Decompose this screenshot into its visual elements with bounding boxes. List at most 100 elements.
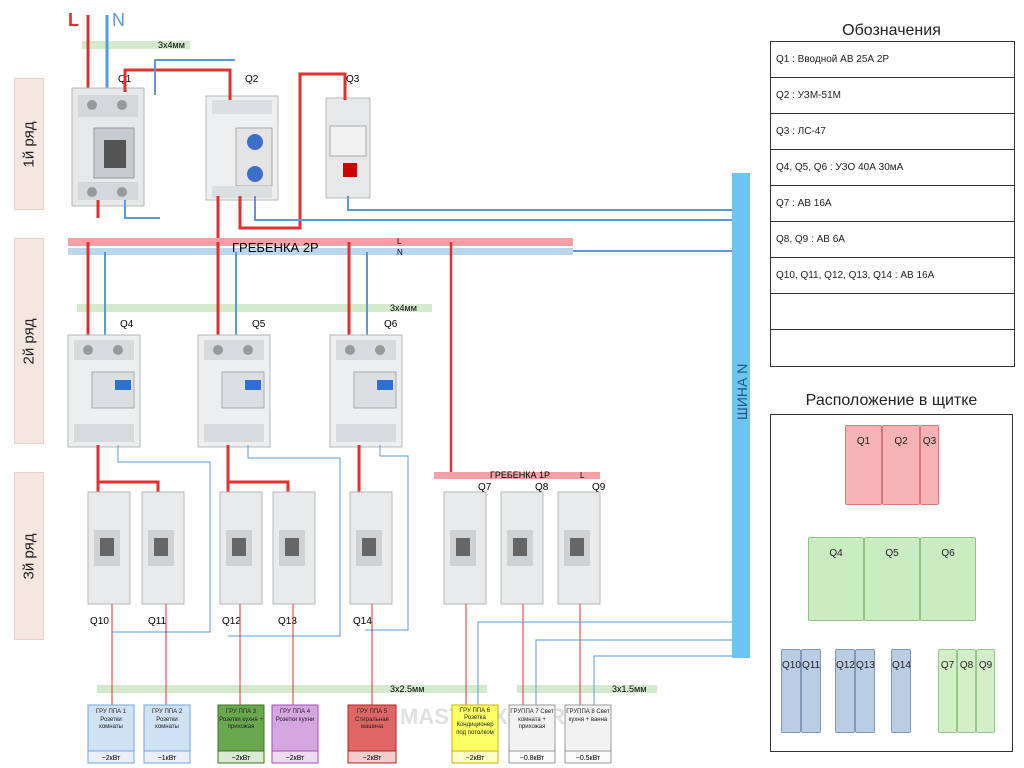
- group-5-power: ~2кВт: [363, 755, 382, 762]
- slot-q4: Q4: [808, 537, 864, 621]
- neutral-g7: [535, 639, 735, 705]
- device-q4: [67, 334, 141, 448]
- group-neutral-wires: [477, 621, 735, 705]
- label-q2: Q2: [245, 74, 259, 85]
- wire-q5-to-q12-q13: [226, 445, 290, 495]
- label-q14: Q14: [353, 616, 372, 627]
- group-6: ГРУ ППА 6 Розетка Кондиционер под потолк…: [451, 704, 499, 764]
- cable-label-bottom-a: 3х2.5мм: [390, 684, 424, 694]
- group-8-name: ГРУППА 8 Свет кухня + ванна: [566, 709, 610, 723]
- group-5-name: ГРУ ППА 5 Стиральная машина: [355, 709, 389, 730]
- slot-q7: Q7: [938, 649, 957, 733]
- neutral-label: N: [112, 10, 125, 30]
- label-q6: Q6: [384, 319, 398, 330]
- group-2: ГРУ ППА 2 Розетки комнаты ~1кВт: [143, 704, 191, 764]
- label-q13: Q13: [278, 616, 297, 627]
- label-q12: Q12: [222, 616, 241, 627]
- group-4: ГРУ ППА 4 Розетки кухни ~2кВт: [271, 704, 319, 764]
- legend-table: Q1 : Вводной АВ 25А 2Р Q2 : УЗМ-51М Q3 :…: [770, 41, 1015, 367]
- comb-2p-l-label: L: [397, 237, 402, 246]
- group-6-power: ~2кВт: [466, 755, 485, 762]
- label-q10: Q10: [90, 616, 109, 627]
- neutral-q5: [228, 445, 341, 637]
- label-q11: Q11: [148, 616, 167, 627]
- neutral-g8: [593, 655, 735, 705]
- label-q9: Q9: [592, 482, 606, 493]
- group-8-power: ~0.5кВт: [576, 755, 601, 762]
- group-3-name: ГРУ ППА 3 Розетки кухня + прихожая: [219, 709, 263, 730]
- wire-q2-to-bus: [254, 196, 735, 221]
- wire-q4-to-q10-q11: [96, 445, 160, 495]
- slot-q6: Q6: [920, 537, 976, 621]
- device-q13: [272, 491, 316, 605]
- wiring-diagram: 3х4мм 3х4мм 3х2.5мм 3х1.5мм L N Q1 Q2 Q3: [67, 10, 750, 764]
- device-q12: [219, 491, 263, 605]
- comb-1p-l-label: L: [580, 471, 585, 480]
- group-2-name: ГРУ ППА 2 Розетки комнаты: [151, 709, 183, 730]
- group-boxes: ГРУ ППА 1 Розетки комнаты ~2кВт ГРУ ППА …: [87, 704, 612, 764]
- comb-2p-label: ГРЕБЕНКА 2Р: [232, 240, 319, 255]
- group-2-power: ~1кВт: [158, 755, 177, 762]
- legend-row: Q10, Q11, Q12, Q13, Q14 : АВ 16А: [771, 258, 1014, 294]
- panel-layout: Q1 Q2 Q3 Q4 Q5 Q6 Q10 Q11 Q12 Q13 Q14 Q7…: [770, 414, 1013, 752]
- group-1-name: ГРУ ППА 1 Розетки комнаты: [95, 709, 127, 730]
- group-4-name: ГРУ ППА 4 Розетки кухни: [275, 709, 315, 723]
- slot-q14: Q14: [891, 649, 911, 733]
- legend-row: Q7 : АВ 16А: [771, 186, 1014, 222]
- legend-row: [771, 330, 1014, 366]
- device-q8: [500, 491, 544, 605]
- phase-label: L: [68, 10, 79, 30]
- slot-q1: Q1: [845, 425, 882, 505]
- cable-tag-top: [82, 41, 190, 49]
- cable-label-row2: 3х4мм: [390, 303, 417, 313]
- device-q9: [557, 491, 601, 605]
- bus-n-label: ШИНА N: [734, 364, 750, 420]
- legend-row: Q2 : УЗМ-51М: [771, 78, 1014, 114]
- neutral-q4: [112, 445, 211, 633]
- group-4-power: ~2кВт: [286, 755, 305, 762]
- device-q14: [349, 491, 393, 605]
- cable-tag-row2: [77, 304, 432, 312]
- device-q11: [141, 491, 185, 605]
- wire-q1-q2-n: [154, 59, 235, 95]
- group-7: ГРУППА 7 Свет комната + прихожая ~0.8кВт: [508, 704, 556, 764]
- slot-q5: Q5: [864, 537, 920, 621]
- group-7-power: ~0.8кВт: [520, 755, 545, 762]
- label-q3: Q3: [346, 74, 360, 85]
- device-q1: [71, 87, 145, 207]
- device-q7: [443, 491, 487, 605]
- legend-row: Q8, Q9 : АВ 6А: [771, 222, 1014, 258]
- cable-label-top: 3х4мм: [158, 40, 185, 50]
- cable-tag-bottom-a: [97, 685, 487, 693]
- group-6-name: ГРУ ППА 6 Розетка Кондиционер под потолк…: [456, 708, 494, 736]
- bus-n: [732, 173, 750, 658]
- group-7-name: ГРУППА 7 Свет комната + прихожая: [510, 709, 554, 730]
- legend-row: Q4, Q5, Q6 : УЗО 40А 30мА: [771, 150, 1014, 186]
- slot-q2: Q2: [882, 425, 920, 505]
- group-3-power: ~2кВт: [232, 755, 251, 762]
- slot-q13: Q13: [855, 649, 875, 733]
- group-5: ГРУ ППА 5 Стиральная машина ~2кВт: [347, 704, 397, 764]
- row-tab-3: 3й ряд: [14, 472, 44, 640]
- row-tab-1: 1й ряд: [14, 78, 44, 210]
- label-q7: Q7: [478, 482, 492, 493]
- comb-2p-n-label: N: [397, 248, 403, 257]
- comb-2p-l: [68, 238, 573, 246]
- comb-1p-label: ГРЕБЕНКА 1Р: [490, 470, 550, 480]
- group-8: ГРУППА 8 Свет кухня + ванна ~0.5кВт: [564, 704, 612, 764]
- wire-q1-out-n: [124, 200, 160, 219]
- device-q3: [325, 97, 371, 199]
- device-q2: [205, 95, 279, 201]
- slot-q3: Q3: [920, 425, 939, 505]
- comb-2p-n: [68, 248, 573, 255]
- slot-q11: Q11: [801, 649, 821, 733]
- layout-title: Расположение в щитке: [805, 392, 978, 409]
- group-3: ГРУ ППА 3 Розетки кухня + прихожая ~2кВт: [217, 704, 265, 764]
- wire-q2-out-l: [238, 196, 302, 230]
- group-1: ГРУ ППА 1 Розетки комнаты ~2кВт: [87, 704, 135, 764]
- neutral-q6: [365, 445, 409, 631]
- breakers-row3: [87, 491, 601, 605]
- wire-q3-l: [298, 72, 347, 210]
- device-q5: [197, 334, 271, 448]
- slot-q10: Q10: [781, 649, 801, 733]
